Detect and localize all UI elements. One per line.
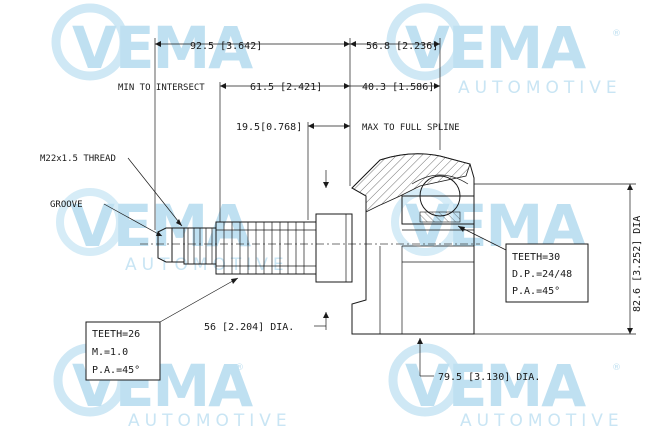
inner-spline-pressure-angle: P.A.=45° [512,286,560,297]
ball-bearing [419,175,461,217]
cv-joint-part [157,153,475,335]
housing-length-text: 56.8 [2.236] [366,41,438,52]
watermark-registered: ® [235,363,244,373]
watermark-tagline: AUTOMOTIVE [128,411,292,431]
watermark-registered: ® [232,29,241,39]
spline-offset-text: 19.5[0.768] [236,122,302,133]
watermark-top-right: VEMA ® AUTOMOTIVE [386,3,622,98]
outer-spline-leader [159,277,239,323]
watermark-brand: VEMA [405,14,586,82]
outer-spline-pressure-angle: P.A.=45° [92,365,140,376]
inner-spline-spec-box: TEETH=30 D.P.=24/48 P.A.=45° [505,243,589,303]
watermark-tagline: AUTOMOTIVE [125,255,289,275]
outer-spline-module: M.=1.0 [92,347,128,358]
thread-leader [127,157,183,227]
groove-label: GROOVE [50,200,83,210]
thread-label: M22x1.5 THREAD [40,154,116,164]
overall-length-text: 92.5 [3.642] [190,41,262,52]
watermark-top-left: VEMA ® [51,3,255,82]
watermark-middle-left: VEMA AUTOMOTIVE [56,188,289,275]
shaft-shoulder [315,213,353,283]
inner-race [401,195,475,225]
watermark-brand: VEMA [70,192,251,260]
inner-spline-leader [457,225,507,251]
spline-depth-text: 40.3 [1.586] [362,82,434,93]
housing-diameter-text: 82.6 [3.252] DIA [632,216,643,312]
watermark-brand: VEMA [405,352,586,420]
watermark-brand: VEMA [72,14,253,82]
groove-leader [103,203,163,237]
outer-spline-teeth: TEETH=26 [92,329,140,340]
watermark-registered: ® [612,29,621,39]
max-full-spline-text: MAX TO FULL SPLINE [362,123,460,133]
housing-section-hatch [351,153,471,213]
inner-spline-diametral-pitch: D.P.=24/48 [512,269,572,280]
watermark-tagline: AUTOMOTIVE [458,78,622,98]
intersect-length-text: 61.5 [2.421] [250,82,322,93]
flange-diameter-text: 79.5 [3.130] DIA. [438,372,540,383]
shaft-diameter-text: 56 [2.204] DIA. [204,322,294,333]
min-to-intersect-text: MIN TO INTERSECT [118,83,205,93]
watermark-bottom-right: VEMA ® AUTOMOTIVE [388,343,624,431]
watermark-tagline: AUTOMOTIVE [460,411,624,431]
inner-spline-teeth: TEETH=30 [512,252,560,263]
watermark-registered: ® [612,363,621,373]
outer-spline-spec-box: TEETH=26 M.=1.0 P.A.=45° [85,321,161,381]
